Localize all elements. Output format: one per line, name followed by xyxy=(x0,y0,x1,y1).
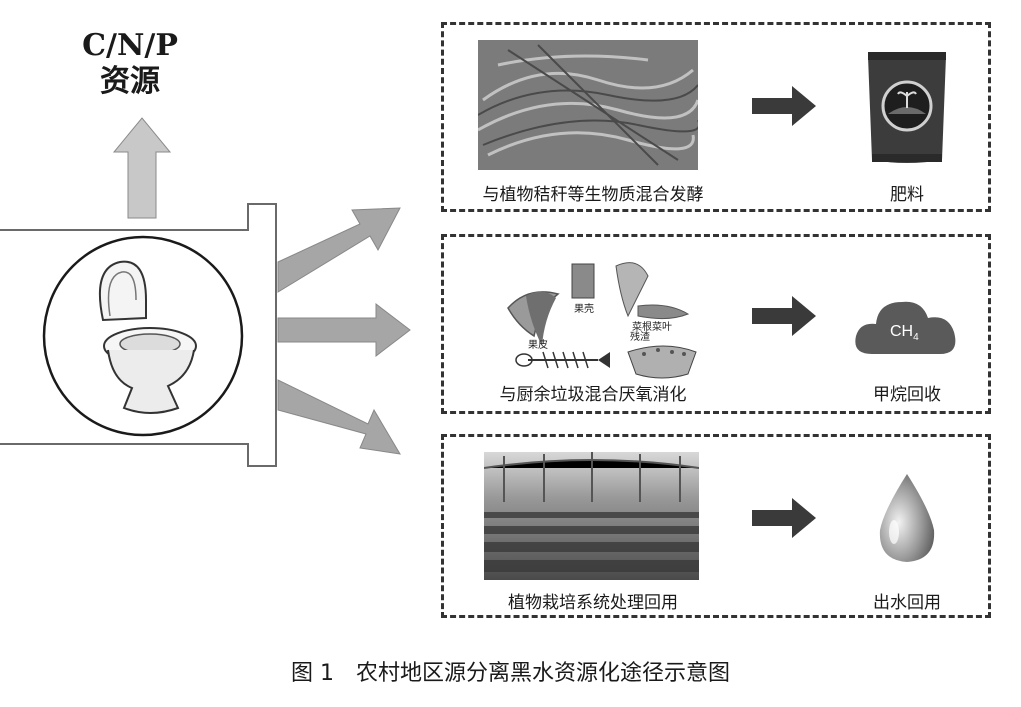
route-panel-plant xyxy=(441,434,991,618)
methane-formula: CH4 xyxy=(890,323,919,343)
figure-caption: 图 1 农村地区源分离黑水资源化途径示意图 xyxy=(291,661,730,686)
fertilizer-bag-icon xyxy=(868,52,946,163)
waste-label-veg: 菜根菜叶 xyxy=(632,320,672,333)
greenhouse-image xyxy=(484,452,699,580)
waste-label-peel: 果皮 xyxy=(528,338,548,351)
waste-label-shell: 果壳 xyxy=(574,302,594,315)
process-arrow-1 xyxy=(752,86,816,126)
straw-image xyxy=(478,40,698,170)
route-arrow-2 xyxy=(277,302,411,358)
up-arrow xyxy=(112,117,172,219)
route-panel-compost xyxy=(441,22,991,212)
product-label-3: 出水回用 xyxy=(873,593,941,613)
route-panel-digestion xyxy=(441,234,991,414)
waste-label-residue: 残渣 xyxy=(630,330,650,343)
process-label-1: 与植物秸秆等生物质混合发酵 xyxy=(482,185,704,205)
process-label-3: 植物栽培系统处理回用 xyxy=(508,593,678,613)
product-label-2: 甲烷回收 xyxy=(873,385,941,405)
toilet-icon xyxy=(42,235,244,437)
product-label-1: 肥料 xyxy=(890,185,924,205)
process-arrow-3 xyxy=(752,498,816,538)
methane-subscript: 4 xyxy=(913,332,919,343)
methane-cloud-icon: CH4 xyxy=(855,301,956,354)
resource-label: 资源 xyxy=(100,64,160,99)
kitchen-waste-image: 果壳 菜根菜叶 果皮 残渣 xyxy=(507,262,697,379)
route-arrow-3 xyxy=(277,379,401,455)
source-bracket xyxy=(0,203,277,467)
process-label-2: 与厨余垃圾混合厌氧消化 xyxy=(499,385,687,405)
source-diagram xyxy=(0,117,411,467)
cnp-label: C/N/P xyxy=(82,28,178,63)
route-arrow-1 xyxy=(277,207,401,293)
methane-symbol: CH xyxy=(890,323,913,340)
water-drop-icon xyxy=(879,474,935,562)
process-arrow-2 xyxy=(752,296,816,336)
cnp-resource-title: C/N/P 资源 xyxy=(70,28,190,100)
